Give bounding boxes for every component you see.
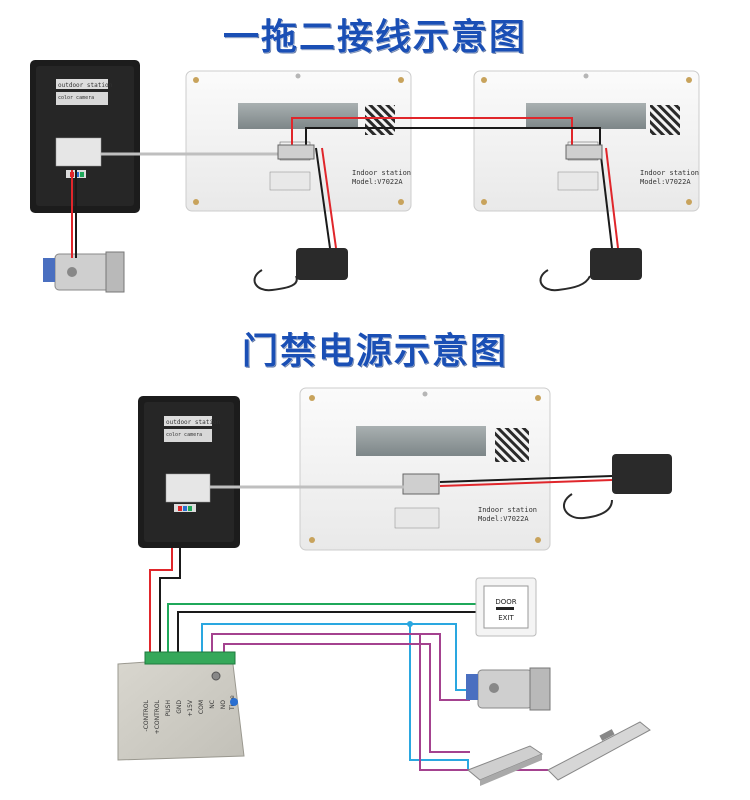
indoor-station-model: Model:V7022A <box>478 515 529 523</box>
terminal-label: +CONTROL <box>154 699 161 734</box>
indoor-station-label: Indoor station <box>478 506 537 514</box>
key-icon <box>496 607 514 610</box>
terminal-block-2 <box>565 144 603 160</box>
electric-lock-top <box>43 251 125 293</box>
terminal-label: NC <box>209 700 216 709</box>
time-adjust-icon <box>230 698 238 706</box>
bolt-lock <box>547 721 651 781</box>
terminal-block-1 <box>277 144 315 160</box>
terminal-label: +15V <box>187 699 194 717</box>
top-wires <box>71 117 619 258</box>
indoor-station-1: Indoor station Model:V7022A <box>185 70 412 212</box>
wiring-diagram-title: 一拖二接线示意图 <box>222 17 527 58</box>
indoor-station-2: Indoor station Model:V7022A <box>473 70 700 212</box>
color-camera-label: color camera <box>166 432 202 438</box>
outdoor-station-bottom: outdoor station color camera <box>138 396 240 548</box>
outdoor-station-label: outdoor station <box>166 419 221 426</box>
exit-button-exit-text: EXIT <box>498 614 514 622</box>
indoor-station-label: Indoor station <box>640 169 699 177</box>
terminal-label: COM <box>198 700 205 714</box>
outdoor-station-top: outdoor station color camera <box>30 60 140 213</box>
indoor-station-model: Model:V7022A <box>352 178 403 186</box>
power-diagram-title: 门禁电源示意图 <box>241 331 508 372</box>
indoor-station-label: Indoor station <box>352 169 411 177</box>
color-camera-label: color camera <box>58 95 94 101</box>
power-adapter-top-2 <box>539 248 642 292</box>
magnetic-lock <box>467 745 544 786</box>
outdoor-station-label: outdoor station <box>58 82 113 89</box>
indoor-station-3: Indoor station Model:V7022A <box>299 387 551 551</box>
terminal-label: -CONTROL <box>143 699 150 731</box>
electric-lock-bottom <box>466 667 551 711</box>
terminal-label: NO <box>220 700 227 709</box>
terminal-label: PUSH <box>165 700 172 716</box>
power-adapter-top-1 <box>253 248 348 292</box>
exit-button-door-text: DOOR <box>495 598 516 606</box>
indoor-station-model: Model:V7022A <box>640 178 691 186</box>
power-adapter-bottom <box>563 454 672 520</box>
terminal-label: GND <box>176 700 183 714</box>
exit-button: DOOR EXIT <box>475 577 537 637</box>
